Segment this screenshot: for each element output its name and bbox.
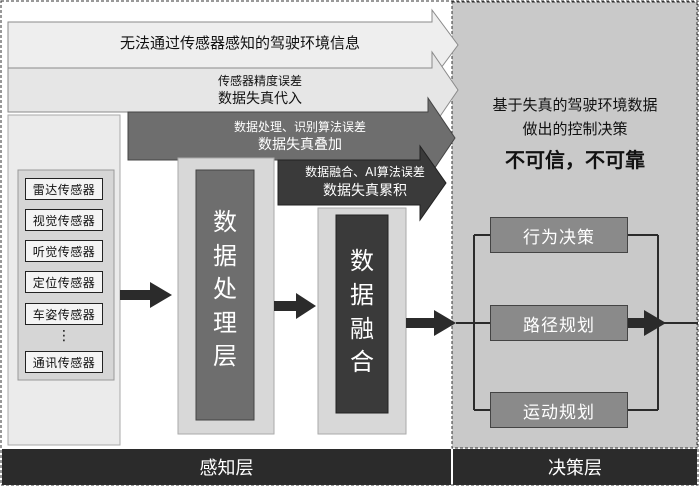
decision-output-arrow-head: [644, 310, 666, 336]
arrow4-label-line1: 数据融合、AI算法误差: [305, 165, 425, 179]
arrow1-label: 无法通过传感器感知的驾驶环境信息: [119, 34, 360, 52]
path-planning-box: 路径规划: [490, 305, 628, 341]
fusion-layer-label: 数 据 融 合: [336, 247, 388, 376]
processing-char-1: 数: [213, 208, 237, 237]
processing-char-2: 据: [213, 241, 237, 270]
sensor-communication: 通讯传感器: [25, 351, 103, 373]
arrow-fusion-error: [277, 144, 447, 222]
processing-char-4: 理: [213, 308, 237, 337]
sensor-vehicle-attitude: 车姿传感器: [25, 303, 103, 325]
processing-layer-label: 数 据 处 理 层: [196, 208, 254, 370]
perception-layer-bar: [2, 449, 451, 485]
fusion-char-2: 据: [350, 280, 374, 309]
motion-planning-box: 运动规划: [490, 392, 628, 428]
decision-layer-label: 决策层: [548, 458, 602, 479]
arrow2-label-line2: 数据失真代入: [218, 91, 302, 107]
fusion-inner: [335, 214, 389, 414]
fusion-char-3: 融: [350, 314, 374, 343]
behavior-decision-box: 行为决策: [490, 217, 628, 253]
sensor-radar: 雷达传感器: [25, 178, 103, 200]
arrow3-label-line2: 数据失真叠加: [258, 137, 342, 153]
flow-arrow-1-head: [150, 282, 172, 308]
fusion-char-4: 合: [350, 348, 374, 377]
sensor-audio: 听觉传感器: [25, 240, 103, 262]
arrow2-label-line1: 传感器精度误差: [217, 74, 302, 88]
processing-inner: [195, 169, 255, 421]
arrow4-label-line2: 数据失真累积: [323, 183, 407, 199]
perception-layer-label: 感知层: [199, 458, 254, 479]
decision-output-arrow-shaft: [628, 318, 650, 328]
arrow-sensor-precision-error: [7, 50, 459, 130]
decision-text-line2: 做出的控制决策: [522, 120, 628, 138]
flow-arrow-1-shaft: [120, 290, 150, 300]
arrow3-label-line1: 数据处理、识别算法误差: [233, 120, 366, 134]
processing-char-3: 处: [213, 275, 237, 304]
decision-text-line3: 不可信，不可靠: [505, 148, 645, 172]
flow-arrow-3-head: [434, 310, 456, 336]
flow-arrow-3-shaft: [406, 318, 434, 328]
decision-layer-bar: [453, 449, 697, 485]
fusion-char-1: 数: [350, 247, 374, 276]
sensor-ellipsis: ⋮: [57, 328, 71, 344]
processing-char-5: 层: [213, 342, 237, 371]
sensor-positioning: 定位传感器: [25, 271, 103, 293]
sensor-vision: 视觉传感器: [25, 209, 103, 231]
flow-arrow-2-head: [296, 293, 316, 319]
decision-text-line1: 基于失真的驾驶环境数据: [492, 96, 658, 114]
flow-arrow-2-shaft: [274, 301, 296, 311]
